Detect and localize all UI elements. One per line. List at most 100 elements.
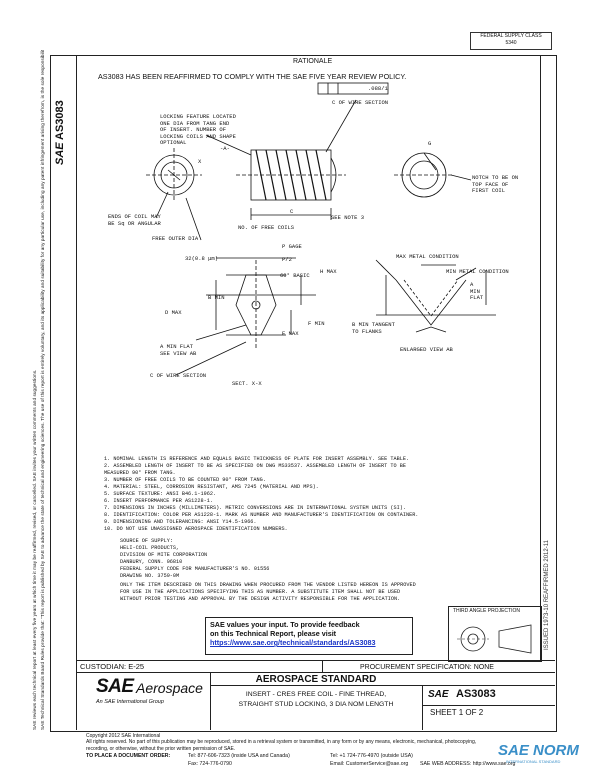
a-min-flat-enlarged: A MIN FLAT bbox=[470, 281, 484, 302]
document-title: INSERT - CRES FREE COIL - FINE THREAD, S… bbox=[210, 690, 422, 710]
feedback-line-2: on this Technical Report, please visit bbox=[210, 629, 337, 638]
doc-number: AS3083 bbox=[456, 688, 496, 700]
order-label: TO PLACE A DOCUMENT ORDER: bbox=[86, 753, 171, 759]
strip-doc-id: AS3083 bbox=[54, 100, 66, 140]
dim-c-label: C bbox=[290, 208, 294, 215]
title-block-divider bbox=[422, 685, 423, 730]
feedback-box: SAE values your input. To provide feedba… bbox=[205, 617, 413, 655]
p-gage-label: P GAGE bbox=[282, 243, 302, 250]
technical-drawing bbox=[146, 82, 496, 376]
sae-logo: SAE bbox=[96, 676, 134, 697]
sae-small-logo: SAE bbox=[428, 689, 449, 700]
h-max-label: H MAX bbox=[320, 268, 337, 275]
order-tel-outside: Tel: +1 724-776-4970 (outside USA) bbox=[330, 753, 413, 759]
section-label: SECT. X-X bbox=[232, 380, 262, 387]
title-block-line bbox=[422, 705, 555, 706]
feedback-link[interactable]: https://www.sae.org/technical/standards/… bbox=[210, 638, 376, 647]
approval-line: WITHOUT PRIOR TESTING AND APPROVAL BY TH… bbox=[120, 596, 401, 602]
approval-line: FOR USE IN THE APPLICATIONS SPECIFYING T… bbox=[120, 589, 401, 595]
notch-line: FIRST COIL bbox=[472, 187, 506, 194]
note-item: 10. DO NOT USE UNASSIGNED AEROSPACE IDEN… bbox=[104, 526, 288, 532]
a-min-flat-enlarged-line: FLAT bbox=[470, 294, 484, 301]
custodian: CUSTODIAN: E-25 bbox=[80, 662, 145, 671]
locking-feature-line: OPTIONAL bbox=[160, 139, 187, 146]
drawing-frame bbox=[50, 55, 557, 732]
b-min-tangent-line: TO FLANKS bbox=[352, 327, 382, 335]
dim-g-label: G bbox=[428, 140, 432, 147]
copyright-footer: Copyright 2012 SAE International All rig… bbox=[86, 733, 546, 752]
strip-sae-logo: SAE bbox=[54, 142, 66, 165]
title-block-line bbox=[76, 672, 555, 673]
aerospace-logo: Aerospace bbox=[136, 680, 203, 696]
third-angle-symbol-icon bbox=[457, 624, 532, 654]
p-half-label: P/2 bbox=[282, 256, 292, 263]
ends-of-coil-note: ENDS OF COIL MAY BE Sq OR ANGULAR bbox=[108, 213, 161, 227]
notes-list: 1. NOMINAL LENGTH IS REFERENCE AND EQUAL… bbox=[104, 456, 418, 533]
title-block-line bbox=[210, 685, 555, 686]
supply-line: DANBURY, CONN. 06810 bbox=[120, 559, 183, 565]
supply-line: DIVISION OF MITE CORPORATION bbox=[120, 552, 208, 558]
strip-legal-text-2: SAE reviews each technical report at lea… bbox=[32, 369, 37, 730]
note-item: 6. INSERT PERFORMANCE PER AS1228-1. bbox=[104, 498, 213, 504]
order-email[interactable]: Email: CustomerService@sae.org bbox=[330, 761, 409, 767]
projection-box: THIRD ANGLE PROJECTION bbox=[448, 606, 542, 662]
a-min-flat-enlarged-line: MIN bbox=[470, 287, 480, 295]
locking-feature-line: LOCKING COILS AND SHAPE bbox=[160, 132, 236, 140]
ends-of-coil-line: ENDS OF COIL MAY bbox=[108, 213, 161, 220]
rationale-title: RATIONALE bbox=[293, 58, 333, 65]
sae-web-address[interactable]: SAE WEB ADDRESS: http://www.sae.org bbox=[420, 761, 516, 767]
title-block-divider bbox=[322, 660, 323, 672]
supply-line: SOURCE OF SUPPLY: bbox=[120, 538, 173, 544]
a-min-flat-note: A MIN FLAT SEE VIEW AB bbox=[160, 343, 197, 357]
note-item: 7. DIMENSIONS IN INCHES (MILLIMETERS). M… bbox=[104, 505, 406, 511]
datum-label: -A- bbox=[220, 145, 230, 152]
order-tel: Tel: 877-606-7323 (inside USA and Canada… bbox=[188, 753, 290, 759]
source-of-supply: SOURCE OF SUPPLY: HELI-COIL PRODUCTS, DI… bbox=[120, 538, 269, 580]
a-min-flat-enlarged-line: A bbox=[470, 281, 474, 288]
title-line-2: STRAIGHT STUD LOCKING, 3 DIA NOM LENGTH bbox=[238, 701, 394, 708]
supply-line: DRAWING NO. 3759-0M bbox=[120, 573, 180, 579]
locking-feature-note: LOCKING FEATURE LOCATED ONE DIA FROM TAN… bbox=[160, 113, 236, 147]
e-max-label: E MAX bbox=[282, 330, 299, 337]
left-strip bbox=[50, 55, 77, 730]
locking-feature-line: OF INSERT. NUMBER OF bbox=[160, 126, 227, 133]
order-fax: Fax: 724-776-0790 bbox=[188, 761, 232, 767]
locking-feature-line: LOCKING FEATURE LOCATED bbox=[160, 113, 236, 120]
approval-note: ONLY THE ITEM DESCRIBED ON THIS DRAWING … bbox=[120, 582, 416, 603]
issue-stamp: ISSUED 1973-10 REAFFIRMED 2012-11 bbox=[544, 540, 550, 650]
sheet-number: SHEET 1 OF 2 bbox=[430, 708, 484, 717]
projection-label: THIRD ANGLE PROJECTION bbox=[453, 608, 520, 614]
note-item: 4. MATERIAL: STEEL, CORROSION RESISTANT,… bbox=[104, 484, 319, 490]
watermark-logo: SAE NORM bbox=[498, 742, 579, 759]
approval-line: ONLY THE ITEM DESCRIBED ON THIS DRAWING … bbox=[120, 582, 416, 588]
note-item: MEASURED 90° FROM TANG. bbox=[104, 470, 176, 476]
a-min-flat-line: SEE VIEW AB bbox=[160, 349, 197, 357]
b-min-tangent-note: B MIN TANGENT TO FLANKS bbox=[352, 321, 395, 335]
d-max-label: D MAX bbox=[165, 309, 182, 316]
max-metal-label: MAX METAL CONDITION bbox=[396, 253, 459, 260]
tolerance-value: .088/1 bbox=[368, 85, 388, 92]
wire-section-label-top: C OF WIRE SECTION bbox=[332, 99, 389, 106]
note-item: 3. NUMBER OF FREE COILS TO BE COUNTED 90… bbox=[104, 477, 266, 483]
logo-tagline: An SAE International Group bbox=[96, 699, 164, 705]
note-item: 2. ASSEMBLED LENGTH OF INSERT TO BE AS S… bbox=[104, 463, 406, 469]
rights-line-1: All rights reserved. No part of this pub… bbox=[86, 739, 477, 746]
locking-feature-line: ONE DIA FROM TANG END bbox=[160, 119, 230, 127]
note-item: 1. NOMINAL LENGTH IS REFERENCE AND EQUAL… bbox=[104, 456, 410, 462]
note-item: 5. SURFACE TEXTURE: ANSI B46.1-1962. bbox=[104, 491, 217, 497]
title-block-top-line bbox=[76, 660, 555, 661]
copyright: Copyright 2012 SAE International bbox=[86, 733, 161, 739]
standard-type: AEROSPACE STANDARD bbox=[255, 674, 377, 685]
strip-legal-text-1: SAE Technical Standards Board Rules prov… bbox=[40, 50, 45, 730]
min-metal-label: MIN METAL CONDITION bbox=[446, 268, 509, 275]
sixty-basic-label: 60° BASIC bbox=[280, 272, 310, 279]
finish-label: 32(0.8 μm) bbox=[185, 255, 219, 262]
dim-x-label: X bbox=[198, 158, 202, 165]
notch-note: NOTCH TO BE ON TOP FACE OF FIRST COIL bbox=[472, 174, 518, 195]
see-note-3-label: SEE NOTE 3 bbox=[331, 214, 365, 221]
supply-class-value: 5340 bbox=[505, 40, 517, 46]
watermark-subtitle: INTERNATIONAL STANDARD bbox=[506, 759, 561, 764]
enlarged-view-label: ENLARGED VIEW AB bbox=[400, 346, 453, 353]
title-line-1: INSERT - CRES FREE COIL - FINE THREAD, bbox=[245, 691, 387, 698]
right-stamp-column bbox=[540, 55, 556, 660]
